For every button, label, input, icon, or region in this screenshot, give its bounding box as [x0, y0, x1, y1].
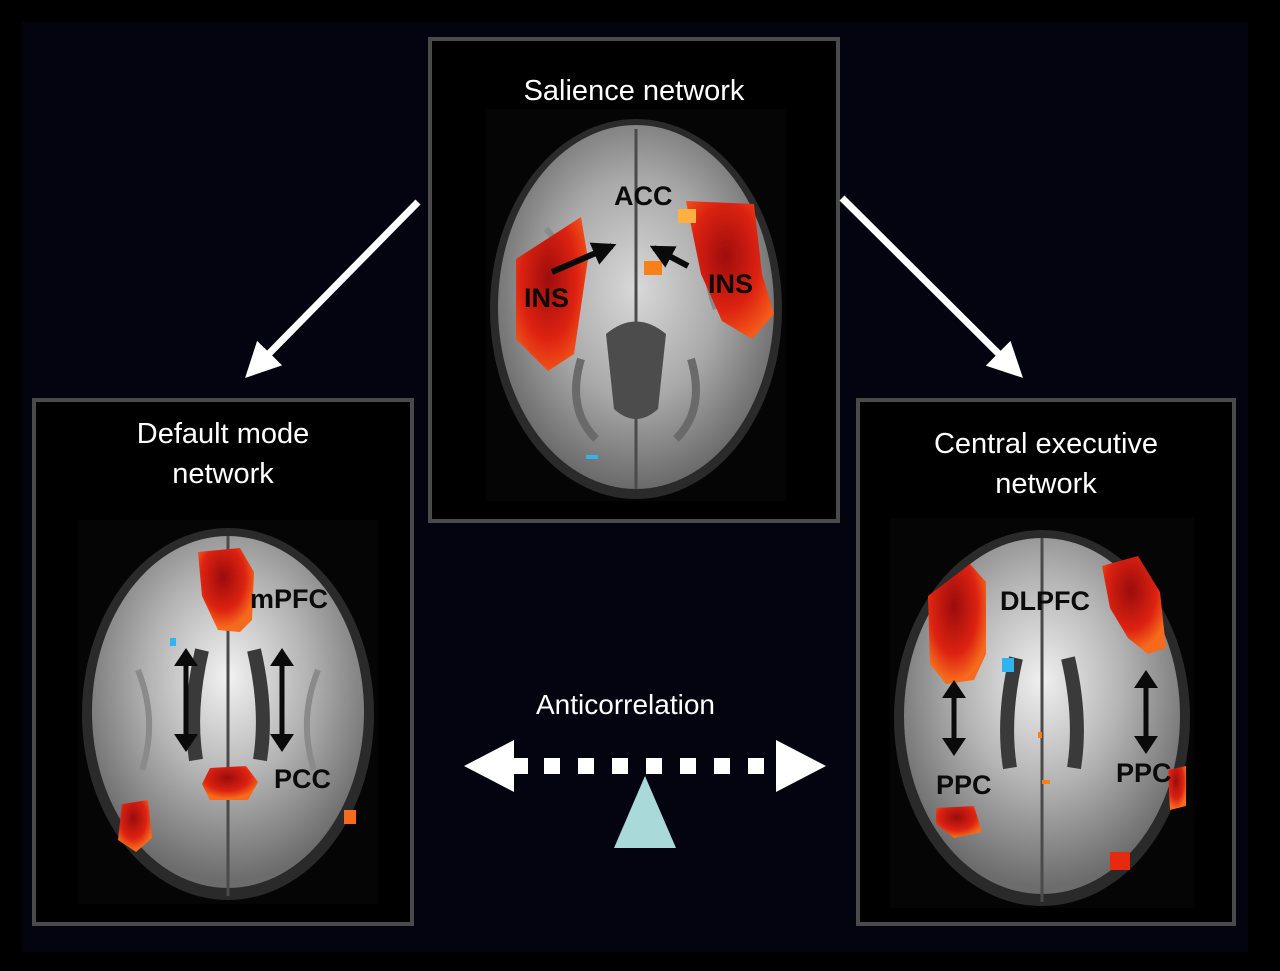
seesaw-pivot-triangle: [614, 776, 676, 848]
anticorrelation-arrow: [464, 740, 826, 792]
salience-brain-slice: ACC INS INS: [486, 109, 786, 501]
region-label-dlpfc: DLPFC: [1000, 586, 1090, 616]
region-label-ins-left: INS: [524, 283, 570, 313]
default-mode-double-arrow-left: [174, 648, 198, 752]
default-mode-title-line2: network: [172, 458, 274, 490]
anticorrelation-label: Anticorrelation: [536, 689, 715, 720]
left-dlpfc-activation: [928, 564, 986, 684]
arrow-salience-to-central-executive: [839, 195, 1023, 378]
left-ppc-activation: [936, 806, 982, 838]
region-label-pcc: PCC: [274, 764, 332, 794]
default-mode-title-line1: Default mode: [136, 418, 310, 450]
region-label-ins-right: INS: [708, 269, 754, 299]
right-insula-activation: [686, 201, 774, 339]
pcc-activation: [202, 766, 258, 800]
central-executive-brain-slice: DLPFC PPC PPC: [890, 518, 1194, 908]
central-executive-double-arrow-left: [942, 680, 966, 756]
region-label-acc: ACC: [614, 181, 673, 211]
arrow-right-ins-to-acc: [649, 245, 690, 269]
central-executive-title-line2: network: [995, 468, 1097, 500]
region-label-ppc-right: PPC: [1116, 758, 1172, 788]
arrow-left-ins-to-acc: [550, 242, 617, 275]
salience-network-panel: Salience network: [428, 37, 840, 523]
central-executive-title-line1: Central executive: [933, 428, 1159, 460]
default-mode-double-arrow-right: [270, 648, 294, 752]
blue-spot: [586, 455, 598, 459]
default-mode-network-panel: Default mode network: [32, 398, 414, 926]
region-label-mpfc: mPFC: [250, 584, 329, 614]
central-executive-double-arrow-right: [1134, 670, 1158, 754]
left-insula-activation: [516, 217, 588, 371]
default-mode-brain-slice: mPFC PCC: [78, 520, 378, 904]
right-dlpfc-activation: [1102, 556, 1166, 654]
region-label-ppc-left: PPC: [936, 770, 992, 800]
mpfc-activation: [198, 548, 254, 632]
right-ppc-activation: [1168, 766, 1186, 810]
salience-network-title: Salience network: [523, 75, 745, 107]
central-executive-network-panel: Central executive network: [856, 398, 1236, 926]
arrow-salience-to-default-mode: [245, 199, 421, 378]
